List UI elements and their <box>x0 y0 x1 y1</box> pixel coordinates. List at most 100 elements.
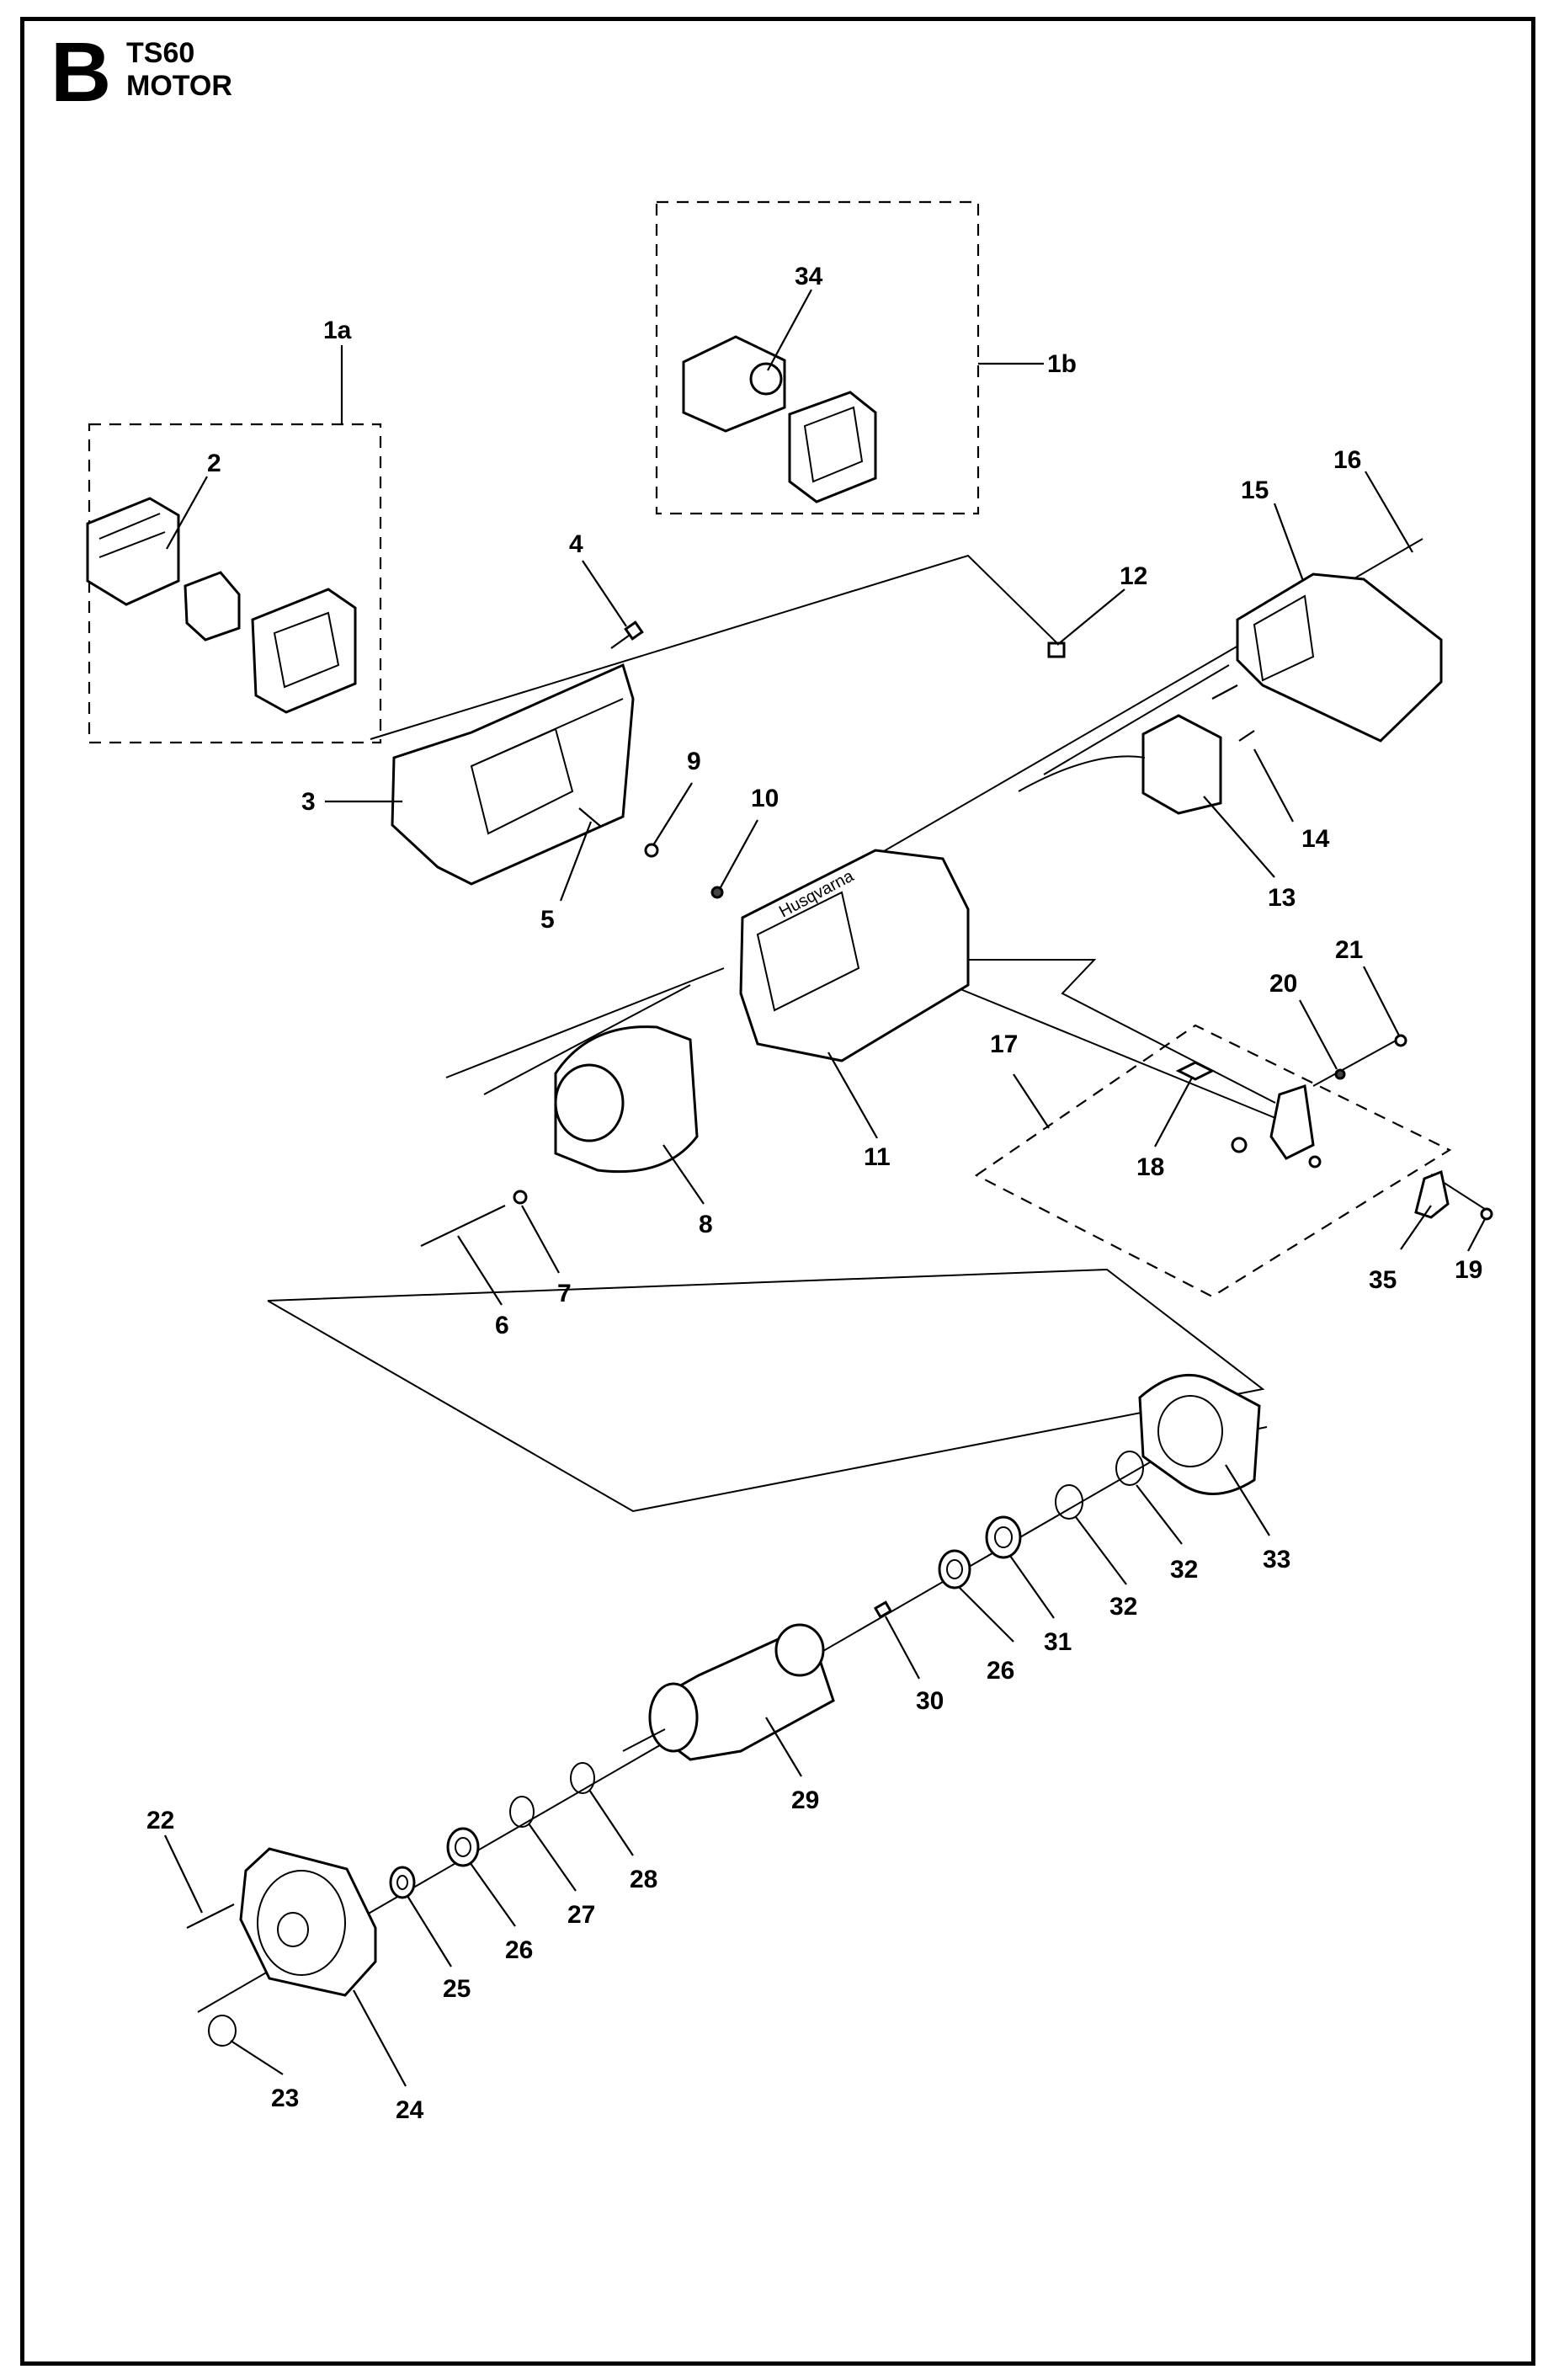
screw-21-part <box>1394 1034 1407 1047</box>
switch-part <box>184 571 241 642</box>
callout-2: 2 <box>207 450 221 477</box>
brush-axis-line <box>908 967 1280 1121</box>
long-screw-part <box>420 1205 506 1247</box>
leader-26b <box>469 1861 516 1927</box>
leader-20 <box>1299 999 1338 1070</box>
stator-axis-line-2 <box>483 984 691 1095</box>
screw-14-part <box>1211 684 1255 742</box>
bearing-26b-part <box>446 1827 480 1867</box>
callout-20: 20 <box>1269 970 1297 998</box>
callout-25: 25 <box>443 1975 471 2003</box>
callout-4: 4 <box>569 530 583 558</box>
stator-axis-line <box>445 967 725 1078</box>
callout-22: 22 <box>146 1807 174 1834</box>
washer-20-part <box>1334 1068 1346 1080</box>
callout-32-lower: 32 <box>1109 1593 1137 1621</box>
callout-9: 9 <box>687 748 701 775</box>
leader-6 <box>457 1235 503 1306</box>
leader-24 <box>353 1989 407 2087</box>
callout-6: 6 <box>495 1312 509 1339</box>
ring-27-part <box>509 1796 535 1828</box>
callout-1a: 1a <box>323 317 352 344</box>
handle-part <box>391 663 635 886</box>
leader-33 <box>1225 1464 1270 1536</box>
callout-32-upper: 32 <box>1170 1556 1198 1584</box>
leader-7 <box>521 1205 560 1274</box>
motor-housing-part: Husqvarna <box>739 849 970 1062</box>
brush-holder-line <box>960 959 1276 1104</box>
leader-26a <box>959 1587 1014 1643</box>
model-name: TS60 <box>126 37 195 69</box>
leader-23 <box>230 2040 284 2075</box>
clip-12-part <box>1047 642 1066 658</box>
end-flange-part <box>239 1847 377 1997</box>
callout-26-lower: 26 <box>505 1936 533 1964</box>
callout-23: 23 <box>271 2084 299 2112</box>
cable-line <box>1043 664 1230 775</box>
callout-7: 7 <box>557 1280 572 1307</box>
ring-32b-part <box>1115 1451 1144 1486</box>
callout-21: 21 <box>1335 936 1363 964</box>
switch-1b-part <box>682 335 786 433</box>
brush-holder-part <box>1018 714 1222 815</box>
callout-35: 35 <box>1369 1266 1397 1294</box>
leader-10 <box>720 819 758 888</box>
callout-34: 34 <box>795 263 823 290</box>
group-box-17 <box>974 1024 1452 1298</box>
switch-cover-1b-part <box>788 391 877 503</box>
leader-30 <box>885 1616 920 1680</box>
key-30-part <box>873 1600 893 1619</box>
callout-10: 10 <box>751 785 779 812</box>
callout-15: 15 <box>1241 477 1269 504</box>
oring-23-part <box>208 2015 237 2047</box>
leader-19 <box>1467 1218 1486 1252</box>
callout-5: 5 <box>540 906 555 934</box>
leader-11 <box>827 1052 878 1139</box>
leader-22 <box>164 1834 203 1914</box>
callout-18: 18 <box>1136 1153 1164 1181</box>
leader-16 <box>1365 471 1413 553</box>
leader-9 <box>652 782 693 846</box>
leader-25 <box>407 1895 452 1967</box>
leader-34 <box>767 289 812 371</box>
leader-32b <box>1136 1484 1183 1545</box>
leader-8 <box>662 1144 705 1205</box>
callout-12: 12 <box>1120 562 1147 590</box>
callout-16: 16 <box>1333 446 1361 474</box>
screw-22-part <box>186 1903 235 1929</box>
washer-7-part <box>513 1190 528 1205</box>
ring-28-part <box>570 1762 595 1794</box>
callout-31: 31 <box>1044 1628 1072 1656</box>
leader-27 <box>528 1823 577 1892</box>
switch-cover-part <box>251 588 357 714</box>
leader-21 <box>1363 966 1400 1036</box>
leader-13 <box>1203 796 1275 878</box>
callout-30: 30 <box>916 1687 944 1715</box>
section-letter: B <box>51 25 112 120</box>
page-frame <box>20 17 1535 2366</box>
screw-4-part <box>610 620 644 649</box>
leader-14 <box>1253 748 1294 823</box>
callout-11: 11 <box>864 1143 891 1171</box>
brush-spring-part <box>1231 1084 1322 1169</box>
ring-32a-part <box>1055 1484 1083 1520</box>
leader-31 <box>1009 1555 1055 1619</box>
callout-29: 29 <box>791 1786 819 1814</box>
bearing-26a-part <box>938 1549 971 1589</box>
screw-5-part <box>578 807 602 828</box>
section-title: MOTOR <box>126 70 232 103</box>
leader-2 <box>166 476 208 550</box>
callout-26-upper: 26 <box>987 1657 1014 1685</box>
leader-12 <box>1056 588 1125 646</box>
stator-part <box>554 1025 699 1174</box>
fan-baffle-part <box>1138 1373 1261 1495</box>
leader-28 <box>588 1789 634 1856</box>
group-box-1a <box>88 423 382 744</box>
armature-part <box>622 1623 835 1761</box>
switch-bracket-part <box>86 497 180 606</box>
leader-4 <box>582 560 627 627</box>
callout-14: 14 <box>1301 825 1330 853</box>
bracket-35-part <box>1414 1169 1450 1219</box>
group-box-1b <box>655 200 980 515</box>
